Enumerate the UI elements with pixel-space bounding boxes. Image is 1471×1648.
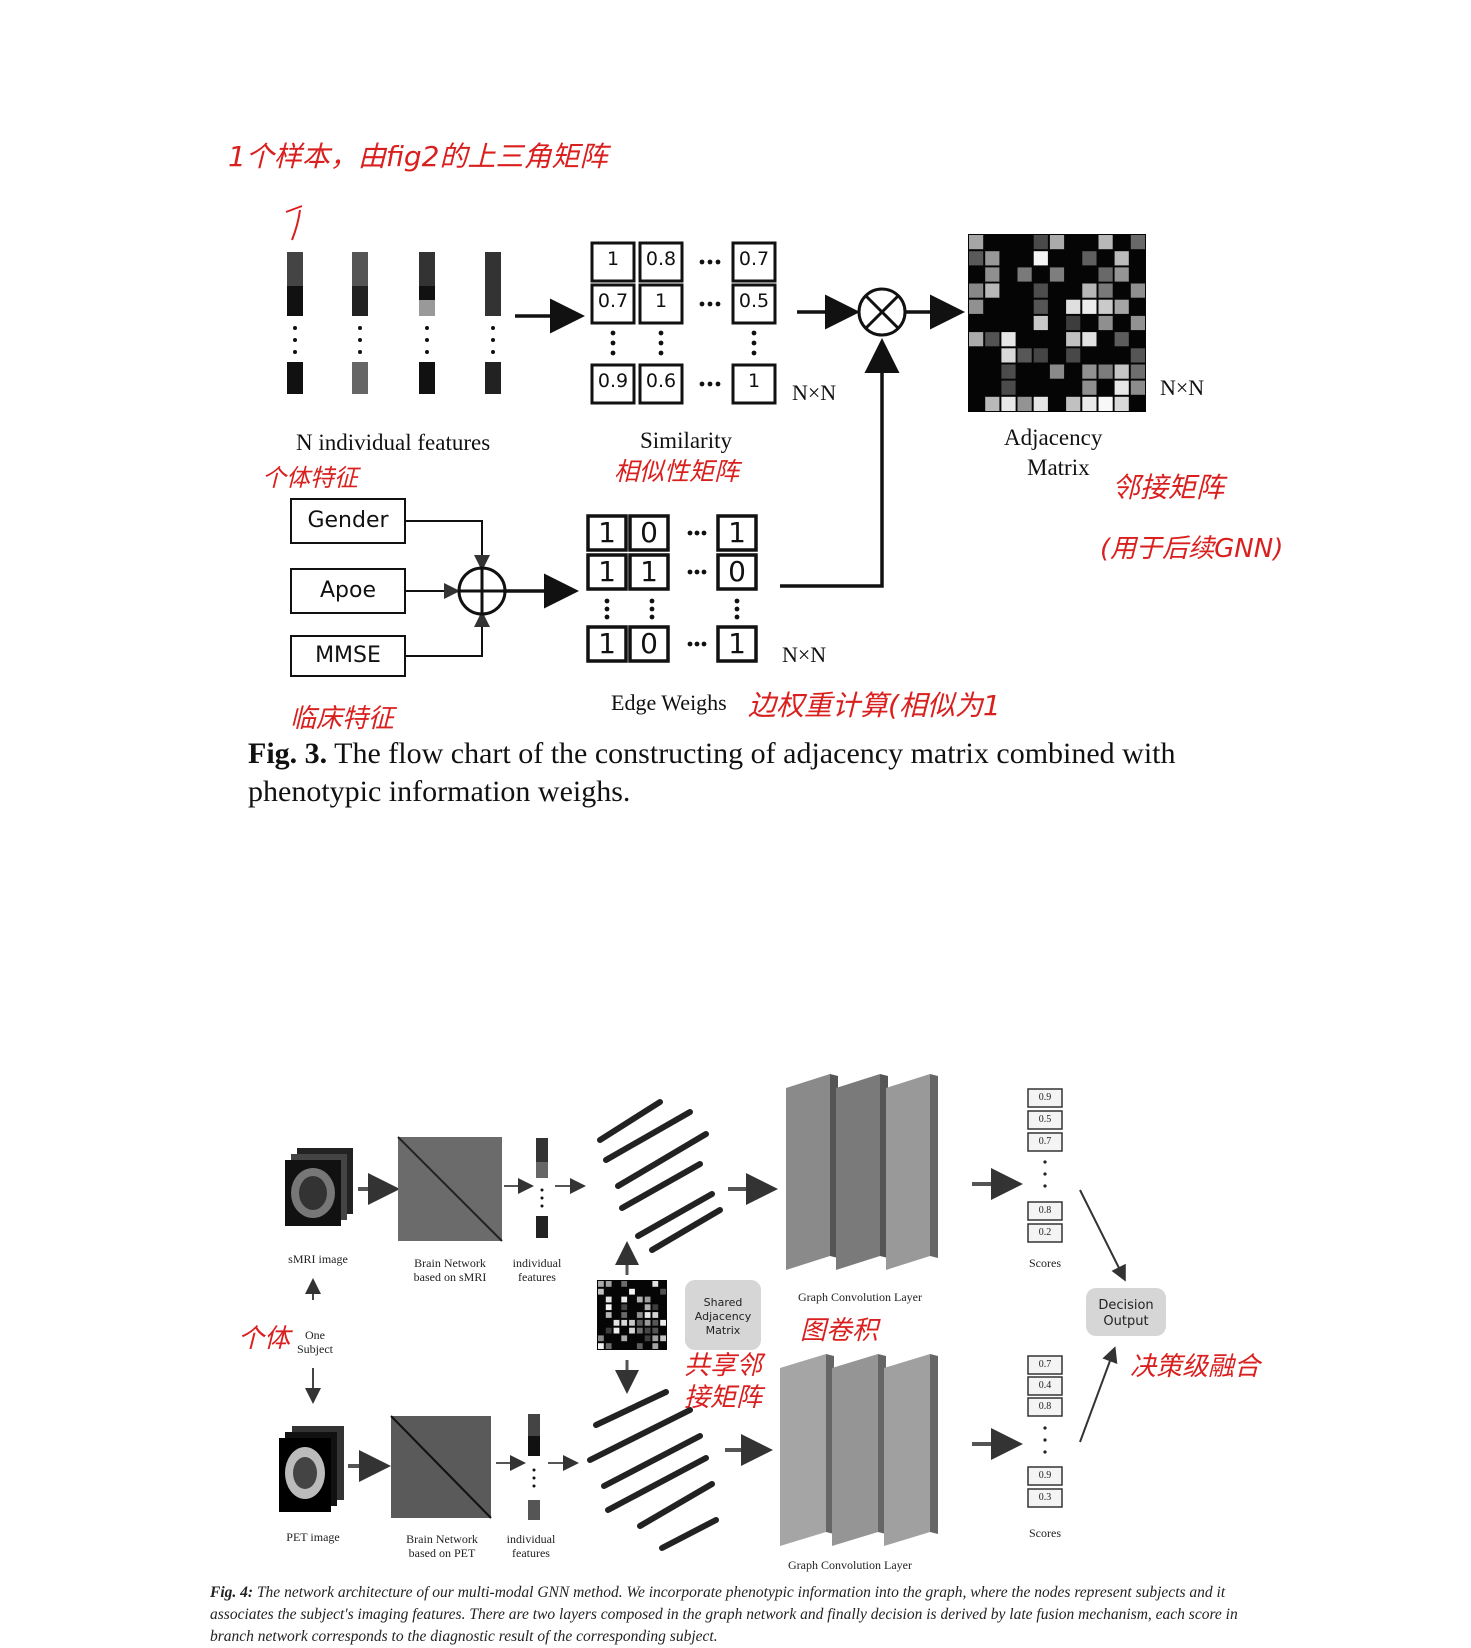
sim-cell: 0.6 (645, 370, 677, 392)
score-cell: 0.2 (1038, 1227, 1052, 1238)
sim-cell: 1 (606, 248, 620, 270)
label-similarity: Similarity (640, 428, 732, 453)
label-adjacency: Adjacency (1004, 425, 1103, 450)
sim-cell: 1 (654, 290, 668, 312)
edge-cell: 1 (598, 555, 616, 588)
sim-cell: 0.7 (597, 290, 629, 312)
decision-label: Decision Output (1098, 1298, 1154, 1329)
figure-3-caption-text: The flow chart of the constructing of ad… (248, 737, 1176, 808)
score-cell: 0.3 (1038, 1492, 1052, 1503)
hand-gcn: 图卷积 (800, 1316, 879, 1346)
sim-cell: 0.8 (645, 248, 677, 270)
shared-matrix-box (685, 1280, 761, 1350)
hand-features: 个体特征 (262, 464, 358, 492)
brain-network-smri-matrix (397, 1136, 503, 1242)
edge-cell: 1 (728, 516, 746, 549)
hand-gnn: (用于后续GNN) (1100, 534, 1284, 564)
brain-network-pet-matrix (390, 1415, 492, 1519)
scores-label-bottom: Scores (1029, 1526, 1061, 1540)
multiply-operator-icon (857, 287, 907, 337)
score-cell: 0.9 (1038, 1470, 1052, 1481)
figure-3-caption: Fig. 3. The flow chart of the constructi… (248, 735, 1248, 811)
bn-pet-label: Brain Network based on PET (406, 1532, 478, 1560)
graph-convolution-layer-top (786, 1074, 938, 1270)
adjacency-matrix-heatmap (968, 234, 1146, 412)
figure-4-label: Fig. 4: (210, 1584, 254, 1601)
hand-adjacency: 邻接矩阵 (1112, 471, 1225, 504)
hand-clinical: 临床特征 (290, 704, 395, 734)
individual-features-vector-top (536, 1138, 548, 1238)
score-cell: 0.9 (1038, 1092, 1052, 1103)
gcl-label-bottom: Graph Convolution Layer (788, 1558, 912, 1572)
nxn-label: N×N (1160, 375, 1205, 400)
label-edge-weighs: Edge Weighs (611, 690, 727, 715)
scores-label-top: Scores (1029, 1256, 1061, 1270)
edge-cell: 1 (640, 555, 658, 588)
sim-cell: 1 (747, 370, 761, 392)
score-cell: 0.8 (1038, 1205, 1052, 1216)
feature-vectors (287, 252, 501, 394)
indiv-label-bottom: individual features (506, 1532, 556, 1560)
arrow-bottom-to-decision (1079, 1346, 1118, 1443)
figure-4-caption: Fig. 4: The network architecture of our … (210, 1582, 1260, 1648)
smri-image-stack (285, 1148, 353, 1226)
population-graph-bottom (587, 1389, 719, 1551)
score-cell: 0.4 (1038, 1380, 1052, 1391)
figure-4-caption-text: The network architecture of our multi-mo… (210, 1584, 1238, 1645)
add-operator-icon (457, 566, 507, 616)
score-cell: 0.7 (1038, 1359, 1052, 1370)
similarity-matrix (590, 241, 777, 405)
edge-cell: 0 (640, 627, 658, 660)
phenotype-connectors (405, 520, 490, 657)
similarity-ellipsis (610, 259, 757, 387)
scores-boxes-bottom (1027, 1355, 1063, 1508)
apoe-label: Apoe (319, 578, 376, 603)
nxn-label: N×N (792, 380, 837, 405)
sim-cell: 0.9 (597, 370, 629, 392)
hand-shared: 共享邻接矩阵 (684, 1351, 763, 1413)
label-features: N individual features (296, 430, 491, 455)
annotation-arrow (291, 209, 301, 241)
decision-output-box (1086, 1288, 1166, 1336)
annotation-top: 1个样本，由fig2的上三角矩阵 (228, 140, 608, 173)
shared-adjacency-heatmap (597, 1280, 667, 1350)
graph-convolution-layer-bottom (780, 1354, 938, 1546)
hand-edge: 边权重计算(相似为1 (748, 689, 1001, 722)
figure-3-label: Fig. 3. (248, 737, 328, 770)
edge-cell: 1 (728, 627, 746, 660)
edge-cell: 1 (598, 627, 616, 660)
gender-label: Gender (307, 508, 389, 533)
nxn-label: N×N (782, 642, 827, 667)
smri-label: sMRI image (288, 1252, 348, 1266)
pet-label: PET image (286, 1530, 340, 1544)
edge-ellipsis (604, 530, 740, 647)
score-cell: 0.7 (1038, 1136, 1052, 1147)
hand-decision: 决策级融合 (1130, 1352, 1261, 1382)
pet-image-stack (279, 1426, 344, 1512)
one-subject-label: One Subject (297, 1328, 333, 1356)
label-matrix: Matrix (1027, 455, 1090, 480)
score-cell: 0.8 (1038, 1401, 1052, 1412)
gcl-label-top: Graph Convolution Layer (798, 1290, 922, 1304)
edge-cell: 0 (728, 555, 746, 588)
individual-features-vector-bottom (528, 1414, 540, 1520)
indiv-label-top: individual features (512, 1256, 562, 1284)
edge-weight-matrix (586, 514, 758, 663)
score-cell: 0.5 (1038, 1114, 1052, 1125)
hand-individual: 个体 (238, 1324, 291, 1354)
bn-smri-label: Brain Network based on sMRI (413, 1256, 487, 1284)
edge-cell: 1 (598, 516, 616, 549)
sim-cell: 0.5 (738, 290, 770, 312)
scores-boxes-top (1027, 1088, 1063, 1243)
arrow-edge-to-otimes (780, 338, 900, 588)
sim-cell: 0.7 (738, 248, 770, 270)
shared-label: Shared Adjacency Matrix (694, 1296, 752, 1337)
mmse-label: MMSE (315, 643, 381, 668)
edge-cell: 0 (640, 516, 658, 549)
hand-similarity: 相似性矩阵 (614, 457, 740, 486)
arrow-top-to-decision (1079, 1189, 1126, 1282)
population-graph-top (597, 1099, 723, 1253)
